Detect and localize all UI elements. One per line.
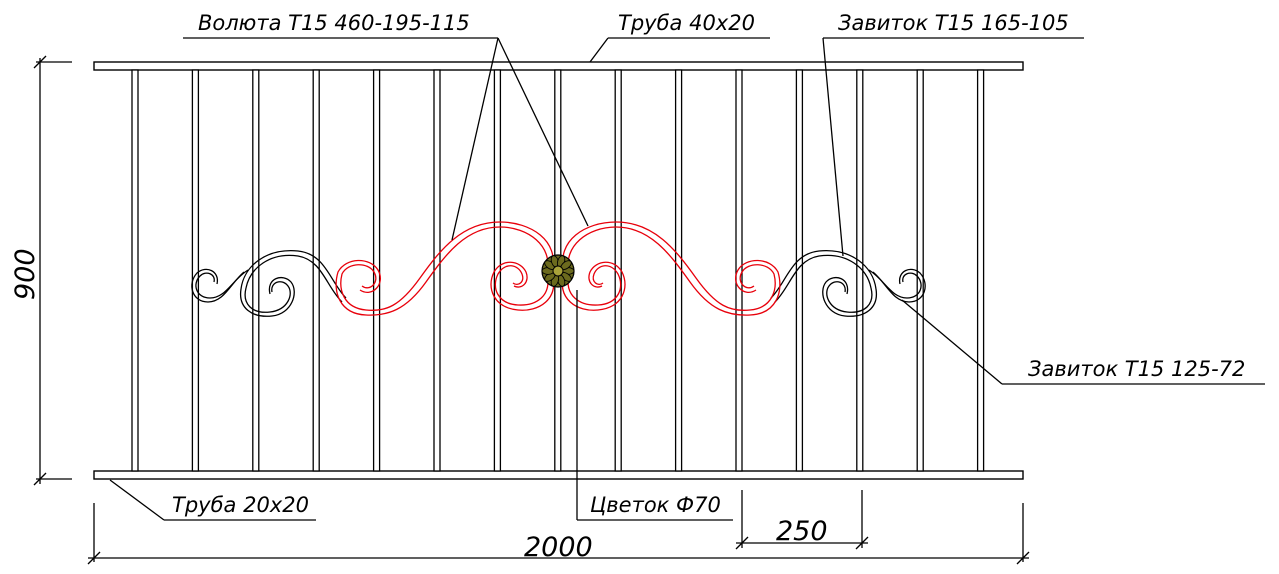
- width-dimension: 2000: [87, 503, 1030, 565]
- curl-right-outer: [868, 268, 926, 303]
- vertical-bar: [131, 69, 139, 472]
- flower-label: Цветок Ф70: [590, 493, 721, 517]
- volute-label: Волюта Т15 460-195-115: [198, 11, 470, 35]
- top-rail: [93, 61, 1024, 71]
- width-value: 2000: [524, 532, 593, 563]
- vertical-bar: [252, 69, 260, 472]
- curl-small-label: Завиток Т15 125-72: [1028, 357, 1245, 381]
- bottom-rail: [93, 470, 1024, 480]
- height-value: 900: [10, 248, 41, 300]
- curl-left-inner: [240, 250, 347, 317]
- height-dimension: 900: [10, 55, 72, 486]
- flower: [541, 254, 575, 288]
- vertical-bar: [916, 69, 924, 472]
- curl-right-inner: [770, 250, 877, 317]
- curl-large-label: Завиток Т15 165-105: [838, 11, 1069, 35]
- top-pipe-label: Труба 40х20: [618, 11, 755, 35]
- bottom-pipe-label: Труба 20х20: [172, 493, 309, 517]
- vertical-bar: [191, 69, 200, 472]
- volute-right: [561, 221, 781, 316]
- vertical-bar: [976, 69, 985, 472]
- vertical-bar: [674, 69, 683, 472]
- curl-left-outer: [191, 268, 249, 303]
- leader-lines: [109, 37, 1265, 521]
- vertical-bar: [312, 69, 320, 472]
- volute-left: [335, 221, 555, 316]
- vertical-bar: [735, 69, 743, 472]
- spacing-value: 250: [776, 516, 828, 547]
- spacing-dimension: 250: [735, 490, 869, 550]
